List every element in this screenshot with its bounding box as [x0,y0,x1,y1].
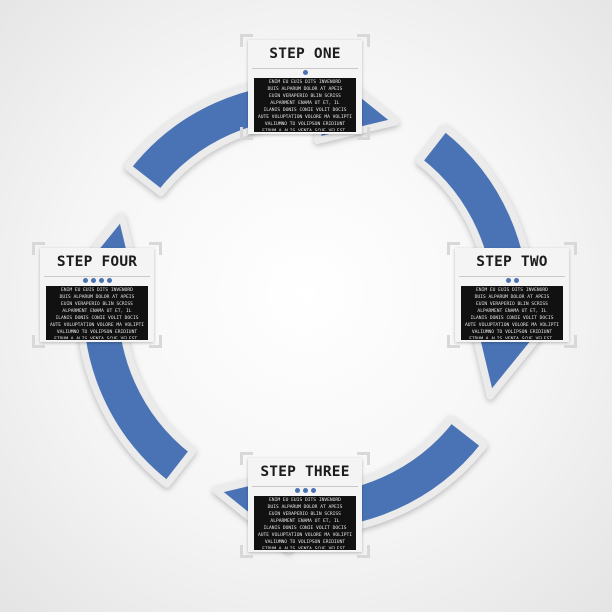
step-two-card: STEP TWO ENIM EU EUIS DITS INVENORD DUIS… [447,242,577,348]
corner-bracket [447,242,460,255]
corner-bracket [32,335,45,348]
indicator-dot [82,278,88,283]
description-panel [46,286,148,340]
indicator-dot [310,488,316,493]
corner-bracket [149,335,162,348]
step-title: STEP FOUR [56,254,138,270]
indicator-dot [513,278,519,283]
corner-bracket [240,545,253,558]
corner-bracket [564,242,577,255]
indicator-dot [505,278,511,283]
step-indicator-dots [240,488,370,494]
description-panel [461,286,563,340]
corner-bracket [149,242,162,255]
corner-bracket [357,34,370,47]
step-title: STEP TWO [476,254,548,270]
divider [252,68,358,69]
step-description: ENIM EU EUIS DITS INVENORD DUIS ALPARUM … [257,498,353,549]
indicator-dot [106,278,112,283]
description-panel [254,78,356,132]
step-title: STEP ONE [269,46,341,62]
corner-bracket [357,452,370,465]
corner-bracket [240,127,253,140]
corner-bracket [447,335,460,348]
indicator-dot [294,488,300,493]
corner-bracket [240,34,253,47]
corner-bracket [240,452,253,465]
step-description: ENIM EU EUIS DITS INVENORD DUIS ALPARUM … [49,288,145,339]
indicator-dot [90,278,96,283]
step-four-card: STEP FOUR ENIM EU EUIS DITS INVENORD DUI… [32,242,162,348]
step-indicator-dots [32,278,162,284]
step-one-card: STEP ONE ENIM EU EUIS DITS INVENORD DUIS… [240,34,370,140]
corner-bracket [357,545,370,558]
corner-bracket [32,242,45,255]
indicator-dot [302,488,308,493]
description-panel [254,496,356,550]
step-description: ENIM EU EUIS DITS INVENORD DUIS ALPARUM … [464,288,560,339]
step-three-card: STEP THREE ENIM EU EUIS DITS INVENORD DU… [240,452,370,558]
step-description: ENIM EU EUIS DITS INVENORD DUIS ALPARUM … [257,80,353,131]
step-indicator-dots [240,70,370,76]
corner-bracket [564,335,577,348]
indicator-dot [98,278,104,283]
divider [459,276,565,277]
divider [44,276,150,277]
indicator-dot [302,70,308,75]
divider [252,486,358,487]
corner-bracket [357,127,370,140]
step-indicator-dots [447,278,577,284]
step-title: STEP THREE [260,464,350,480]
